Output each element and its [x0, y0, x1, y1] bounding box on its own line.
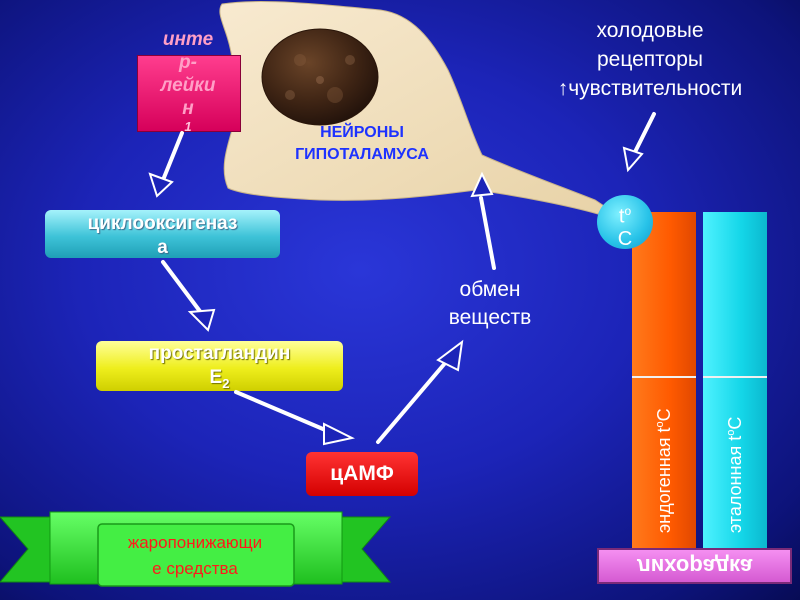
- antipyretics-line2: е средства: [152, 559, 238, 578]
- interleukin-label: инте р- лейки н 1: [137, 28, 239, 134]
- arrowhead-metabolism: [436, 339, 464, 372]
- camp-box: цАМФ: [306, 452, 418, 496]
- cyclooxygenase-box: циклооксигеназ а: [45, 210, 280, 258]
- arrow-cold-receptors-to-sensor: [632, 112, 656, 156]
- temperature-sensor-circle: to C: [597, 195, 653, 250]
- arrow-metabolism-to-neurons: [479, 196, 496, 270]
- antipyretics-banner: [0, 511, 392, 587]
- cold-receptors-line3: ↑чувствительности: [557, 77, 743, 100]
- prostaglandin-subscript: 2: [222, 376, 230, 391]
- neurons-line1: НЕЙРОНЫ: [320, 124, 404, 141]
- neurons-line2: ГИПОТАЛАМУСА: [295, 146, 429, 163]
- prostaglandin-name: простагландин: [148, 343, 291, 364]
- nucleus-texture: [285, 54, 355, 103]
- reference-temperature-bar: [703, 212, 767, 557]
- antipyretics-line1: жаропонижающи: [127, 533, 263, 552]
- arrow-prostaglandin-to-camp: [234, 390, 332, 434]
- arrowhead-prostaglandin: [187, 308, 216, 332]
- arrowhead-cox: [148, 172, 174, 198]
- neuron-nucleus: [261, 28, 379, 126]
- prostaglandin-letter: Е: [209, 367, 223, 388]
- cold-receptors-label: холодовые рецепторы ↑чувствительности: [520, 16, 780, 103]
- interleukin-line1: инте: [162, 29, 214, 50]
- interleukin-line3: лейки: [160, 75, 216, 96]
- cyclooxygenase-line1: циклооксигеназ: [87, 213, 238, 234]
- arrow-cox-to-prostaglandin: [161, 260, 204, 316]
- metabolism-line1: обмен: [459, 278, 521, 301]
- interleukin-line4: н: [182, 98, 194, 119]
- interleukin-box: [137, 55, 241, 132]
- endogenous-temperature-bar: [632, 212, 696, 557]
- metabolism-label: обмен веществ: [420, 276, 560, 332]
- hypothalamus-neurons-label: НЕЙРОНЫ ГИПОТАЛАМУСА: [262, 122, 462, 166]
- interleukin-number: 1: [184, 119, 192, 134]
- prostaglandin-code: Е2: [96, 366, 343, 390]
- arrowhead-sensor: [622, 146, 644, 173]
- metabolism-line2: веществ: [448, 306, 532, 329]
- arrowhead-camp: [323, 422, 355, 446]
- cold-receptors-line1: холодовые: [596, 19, 704, 42]
- arrow-camp-to-metabolism: [376, 360, 448, 444]
- temperature-t-line: to: [597, 200, 653, 228]
- cyclooxygenase-line2: а: [157, 237, 168, 258]
- temperature-c: C: [617, 227, 633, 250]
- fever-box: лихорадка: [597, 548, 792, 584]
- reference-bar-divider: [703, 376, 767, 378]
- temperature-t: t: [618, 205, 625, 228]
- prostaglandin-box: простагландин Е2: [96, 341, 343, 391]
- cold-receptors-line2: рецепторы: [596, 48, 704, 71]
- arrowhead-neurons: [470, 171, 494, 198]
- endogenous-bar-divider: [632, 376, 696, 378]
- interleukin-line2: р-: [179, 52, 197, 73]
- arrow-interleukin-to-cox: [161, 131, 184, 182]
- temperature-degree: o: [624, 204, 632, 218]
- antipyretics-label: жаропонижающи е средства: [100, 530, 290, 582]
